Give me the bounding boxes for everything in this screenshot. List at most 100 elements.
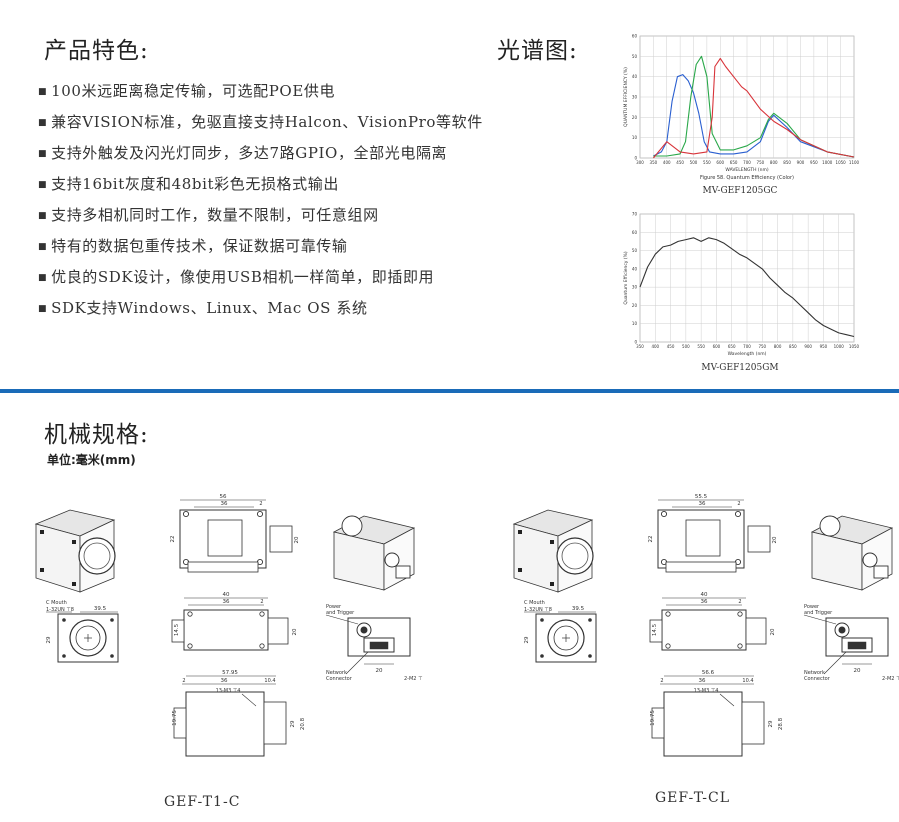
side-screw: [665, 611, 671, 617]
top-screw: [256, 510, 264, 518]
mount-hole: [40, 568, 44, 572]
rear-ethernet-port: [873, 565, 889, 579]
x-tick-label: 650: [730, 160, 738, 165]
mono-chart-caption: MV-GEF1205GM: [701, 363, 779, 373]
rear-width-dim: 20: [854, 668, 861, 674]
x-tick-label: 350: [650, 160, 658, 165]
chart-title: Figure 58. Quantum Efficiency (Color): [700, 175, 794, 181]
front-screw: [588, 654, 592, 658]
bottom-view-connector: [173, 707, 187, 739]
section-divider: [0, 389, 899, 393]
lens-ring: [83, 542, 111, 570]
front-screw: [110, 618, 114, 622]
x-tick-label: 550: [703, 160, 711, 165]
side-screw: [187, 643, 193, 649]
y-tick-label: 30: [632, 285, 638, 290]
x-tick-label: 800: [770, 160, 778, 165]
left-model-label: GEF-T1-C: [164, 794, 241, 810]
top-width-dim: 56: [220, 494, 227, 500]
side-view-lens: [267, 617, 289, 645]
front-thread-label: 1-32UN ⊤8: [46, 607, 74, 613]
mount-hole: [550, 540, 554, 544]
y-tick-label: 0: [634, 156, 637, 161]
features-title: 产品特色:: [44, 38, 149, 64]
front-screw: [588, 618, 592, 622]
top-width-dim: 55.5: [695, 494, 708, 500]
rear-power-pins: [360, 626, 368, 634]
rear-power-label: Power: [326, 604, 342, 610]
side-screw: [737, 611, 743, 617]
side-view-connector: [649, 619, 663, 643]
x-tick-label: 1050: [849, 344, 860, 349]
x-tick-label: 1000: [822, 160, 833, 165]
mid-width-dim: 40: [223, 592, 230, 598]
mid-edge-dim: 2: [738, 599, 741, 605]
x-tick-label: 1050: [836, 160, 847, 165]
mount-hole: [72, 582, 76, 586]
front-screw: [540, 618, 544, 622]
x-tick-label: 900: [797, 160, 805, 165]
rear-trigger-label: and Trigger: [804, 610, 833, 616]
feature-item: 支持多相机同时工作，数量不限制，可任意组网: [38, 200, 483, 231]
rear-ethernet-port: [395, 565, 411, 579]
x-tick-label: 450: [676, 160, 684, 165]
x-tick-label: 700: [743, 160, 751, 165]
x-tick-label: 400: [651, 344, 659, 349]
bottom-view-lens: [263, 701, 287, 745]
mid-height-dim: 14.5: [652, 623, 658, 636]
bot-width-dim: 56.6: [702, 670, 715, 676]
mechanical-title: 机械规格:: [44, 422, 149, 448]
leader-line: [345, 651, 369, 675]
y-tick-label: 40: [632, 266, 638, 271]
rear-connector-label: Connector: [804, 676, 831, 682]
y-tick-label: 10: [632, 135, 638, 140]
series-line: [653, 74, 855, 158]
leader-line: [241, 693, 257, 707]
mount-hole: [518, 530, 522, 534]
lens-ring: [561, 542, 589, 570]
rear-gpio-port: [862, 552, 878, 568]
side-screw: [259, 611, 265, 617]
side-view-lens: [745, 617, 767, 645]
x-tick-label: 550: [697, 344, 705, 349]
feature-item: 优良的SDK设计，像使用USB相机一样简单，即插即用: [38, 262, 483, 293]
bot-right-dim: 10.4: [742, 678, 753, 684]
mount-hole: [72, 540, 76, 544]
rear-network-jack: [847, 641, 867, 650]
side-screw: [259, 643, 265, 649]
bot-inner-dim: 36: [699, 678, 706, 684]
front-screw: [62, 654, 66, 658]
top-view-flange: [187, 561, 259, 573]
bot-side1-dim: 29: [290, 720, 296, 727]
bot-height-dim: 19.75: [650, 710, 656, 726]
side-view-outline: [183, 609, 269, 651]
side-view-connector: [171, 619, 185, 643]
leader-line: [325, 614, 359, 625]
y-tick-label: 70: [632, 212, 638, 217]
bot-thread-label: 13-M3 ⊤4: [216, 688, 241, 694]
bot-right-dim: 10.4: [264, 678, 275, 684]
rear-power-pins: [838, 626, 846, 634]
top-view-window: [685, 519, 721, 557]
bottom-view-connector: [651, 707, 665, 739]
front-height-dim: 29: [524, 636, 530, 643]
x-tick-label: 1100: [849, 160, 860, 165]
x-tick-label: 600: [713, 344, 721, 349]
leader-line: [823, 651, 847, 675]
rear-network-label: Network: [804, 670, 825, 676]
bot-left-dim: 2: [660, 678, 663, 684]
camera-front-iso: [512, 509, 594, 593]
feature-item: 支持16bit灰度和48bit彩色无损格式输出: [38, 169, 483, 200]
bot-side2-dim: 20.8: [300, 717, 306, 730]
front-screw: [62, 618, 66, 622]
y-axis-label: QUANTUM EFFICIENCY (%): [623, 67, 629, 127]
x-tick-label: 400: [663, 160, 671, 165]
y-tick-label: 20: [632, 303, 638, 308]
front-screw: [540, 654, 544, 658]
rear-network-label: Network: [326, 670, 347, 676]
front-width-dim: 39.5: [94, 606, 107, 612]
y-axis-label: Quantum Efficiency (%): [623, 251, 629, 305]
